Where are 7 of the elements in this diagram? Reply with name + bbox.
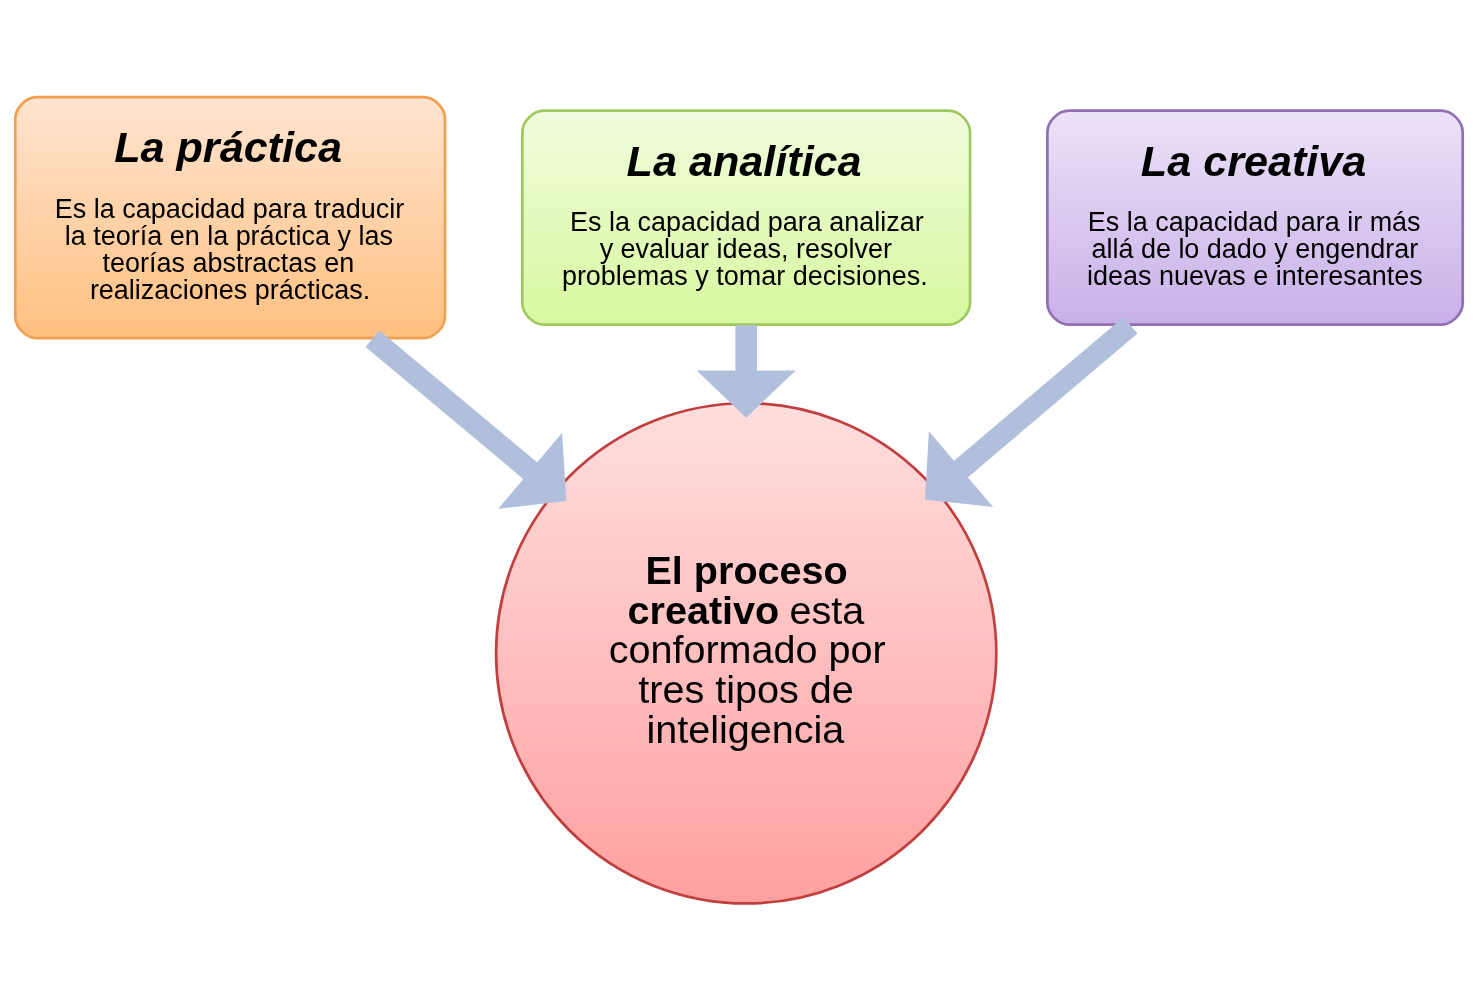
arrow	[925, 316, 1138, 507]
node-box: La creativa Es la capacidad para ir más allá de lo dado y engendrar ideas nuevas e interesantes	[1046, 108, 1465, 326]
arrow	[696, 324, 796, 418]
node-box: La práctica Es la capacidad para traducir la teoría en la práctica y las teorías abstractas en realizaciones prácticas.	[13, 95, 447, 339]
arrow	[365, 329, 567, 509]
node-box: La analítica Es la capacidad para analizar y evaluar ideas, resolver problemas y tomar decisiones.	[521, 108, 972, 326]
node-circle: El proceso creativo esta conformado por tres tipos de inteligencia	[494, 401, 998, 905]
